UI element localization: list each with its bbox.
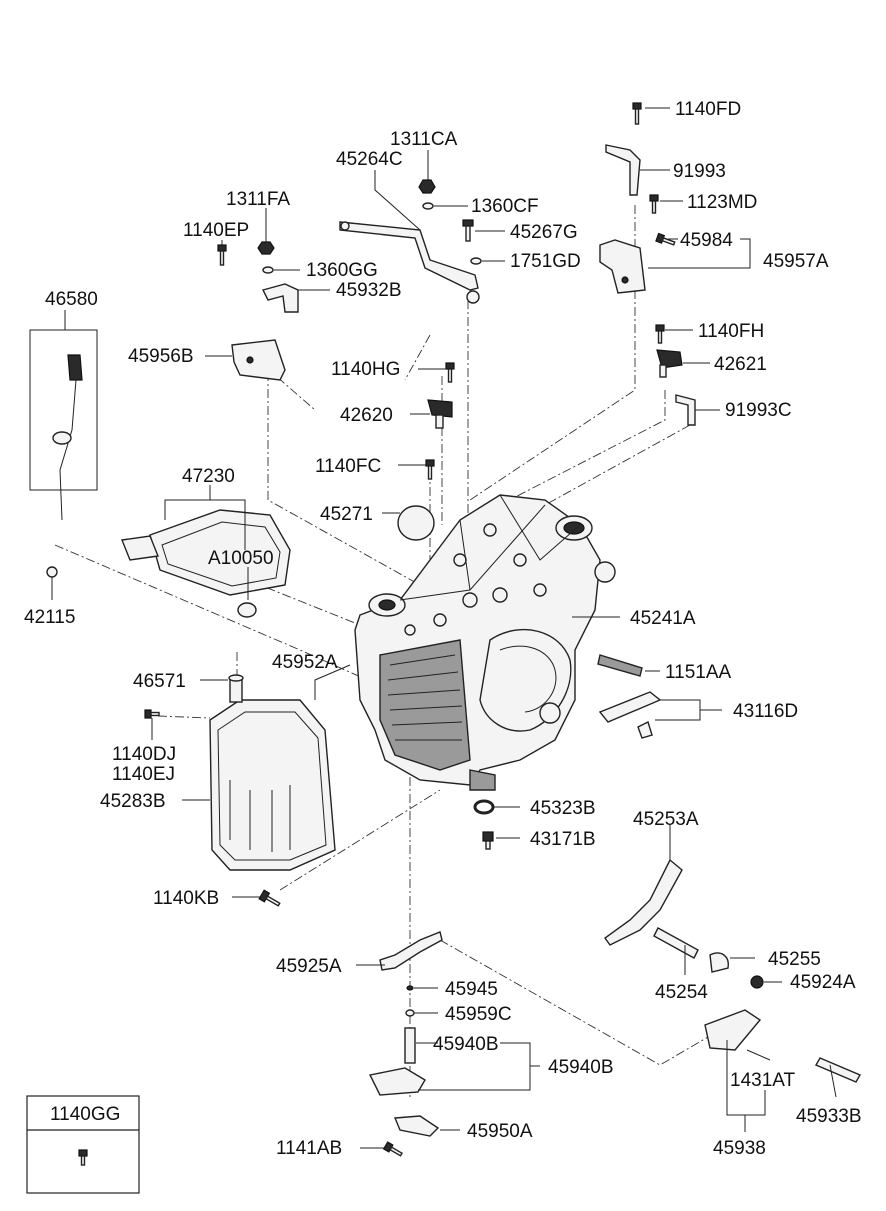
label-45253A: 45253A — [633, 809, 699, 830]
label-1140FD: 1140FD — [675, 99, 741, 120]
label-42621: 42621 — [714, 354, 767, 375]
manual-valve-icon — [368, 931, 861, 1137]
label-1140DJ: 1140DJ — [112, 744, 176, 765]
sealant-tube-icon — [598, 691, 662, 739]
label-42115: 42115 — [24, 607, 75, 628]
label-45957A: 45957A — [763, 251, 829, 272]
assembly-guide-lines — [54, 205, 721, 1100]
leader-lines — [51, 107, 837, 1149]
label-1311CA: 1311CA — [390, 129, 458, 150]
label-1140KB: 1140KB — [153, 888, 219, 909]
oil-pan-icon — [209, 699, 336, 871]
dipstick-icon — [29, 329, 98, 578]
bracket-45957A-icon — [599, 239, 646, 294]
label-45959C: 45959C — [445, 1004, 512, 1025]
label-43171B: 43171B — [530, 829, 596, 850]
transaxle-case-icon — [354, 494, 616, 791]
label-45952A: 45952A — [272, 652, 338, 673]
label-46580: 46580 — [45, 289, 98, 310]
label-45255: 45255 — [768, 949, 821, 970]
label-45271: 45271 — [320, 504, 373, 525]
label-45938: 45938 — [713, 1138, 766, 1159]
bracket-91993C-icon — [675, 394, 696, 426]
label-1751GD: 1751GD — [510, 251, 581, 272]
washer-icon — [262, 202, 482, 1017]
shift-lever-icon — [604, 858, 764, 989]
label-45956B: 45956B — [128, 346, 194, 367]
label-45267G: 45267G — [510, 222, 578, 243]
label-45254: 45254 — [655, 982, 708, 1003]
label-91993: 91993 — [673, 161, 726, 182]
bracket-91993-icon — [605, 144, 641, 196]
label-45950A: 45950A — [467, 1121, 533, 1142]
label-45924A: 45924A — [790, 972, 856, 993]
label-1360GG: 1360GG — [306, 260, 378, 281]
label-1140FC: 1140FC — [315, 456, 381, 477]
label-45940B-b: 45940B — [548, 1057, 614, 1078]
label-46571: 46571 — [133, 671, 186, 692]
bolt-icon — [78, 102, 676, 1166]
label-47230: 47230 — [182, 466, 235, 487]
part-labels: 1140FD 91993 1123MD 45984 45957A 1311CA … — [24, 99, 862, 1159]
label-45940B-a: 45940B — [433, 1034, 499, 1055]
plug-1151AA-icon — [597, 654, 643, 677]
bracket-45932B-icon — [261, 283, 299, 313]
label-91993C: 91993C — [725, 400, 792, 421]
label-1140EP: 1140EP — [183, 220, 249, 241]
bracket-45264C-icon — [339, 221, 480, 304]
label-1140FH: 1140FH — [698, 321, 764, 342]
label-45932B: 45932B — [336, 280, 402, 301]
label-A10050: A10050 — [208, 548, 274, 569]
label-45925A: 45925A — [276, 956, 342, 977]
gasket-icon — [397, 505, 495, 815]
label-45264C: 45264C — [336, 149, 403, 170]
label-45323B: 45323B — [530, 798, 596, 819]
bracket-45956B-icon — [231, 339, 286, 381]
nut-icon — [257, 179, 436, 255]
label-45945: 45945 — [445, 979, 498, 1000]
label-42620: 42620 — [340, 405, 393, 426]
label-43116D: 43116D — [733, 701, 798, 722]
label-1140GG: 1140GG — [50, 1104, 120, 1125]
label-1360CF: 1360CF — [471, 196, 539, 217]
label-1311FA: 1311FA — [226, 189, 290, 210]
label-45933B: 45933B — [796, 1106, 862, 1127]
filler-pipe-icon — [228, 674, 244, 703]
sensor-42621-icon — [656, 349, 683, 378]
label-45984: 45984 — [680, 230, 733, 251]
oil-filter-icon — [121, 509, 291, 618]
label-1151AA: 1151AA — [665, 662, 732, 683]
sensor-42620-icon — [427, 399, 453, 429]
label-45241A: 45241A — [630, 608, 696, 629]
legend-box-1140GG — [26, 1095, 140, 1194]
label-1431AT: 1431AT — [730, 1070, 796, 1091]
label-1141AB: 1141AB — [276, 1138, 342, 1159]
label-45283B: 45283B — [100, 791, 166, 812]
label-1123MD: 1123MD — [687, 192, 757, 213]
label-1140HG: 1140HG — [331, 359, 400, 380]
label-1140EJ: 1140EJ — [112, 764, 175, 785]
